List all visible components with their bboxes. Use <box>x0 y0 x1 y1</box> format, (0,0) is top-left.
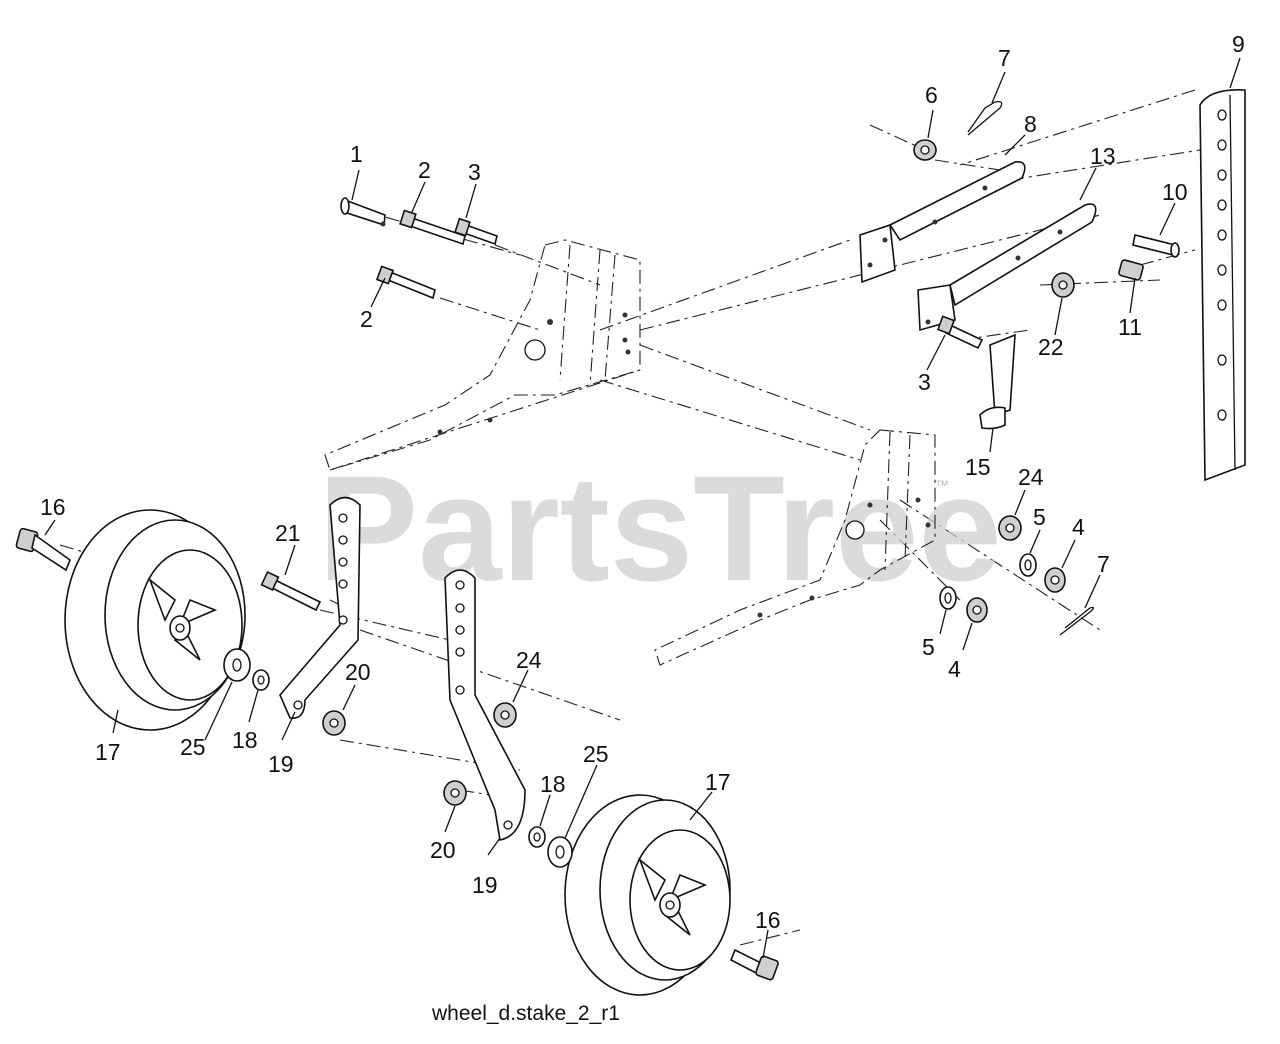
callout-24-right: 24 <box>1018 464 1044 490</box>
nut-20-right <box>443 780 467 806</box>
washer-18-left <box>252 669 270 691</box>
callout-25-right: 25 <box>583 741 609 767</box>
bolt-3-lower <box>936 315 984 350</box>
nut-4-right <box>1044 567 1066 593</box>
callout-4-lower: 4 <box>948 656 961 682</box>
bolt-16-left <box>15 527 71 572</box>
leader-lines <box>44 57 1241 959</box>
nut-20-left <box>322 710 346 736</box>
callout-20-left: 20 <box>345 659 371 685</box>
bolt-16-right <box>729 948 779 981</box>
wheel-bracket-19-left <box>279 496 361 719</box>
callout-18-left: 18 <box>232 727 258 753</box>
hair-pin-7-upper <box>967 100 1003 136</box>
callouts: 1 2 3 2 6 7 8 9 13 10 11 22 3 15 24 5 4 … <box>40 31 1245 933</box>
callout-11: 11 <box>1118 314 1142 340</box>
clip-15 <box>979 333 1016 430</box>
left-frame-bracket <box>324 239 641 471</box>
washer-18-right <box>528 826 546 848</box>
bolt-3-upper <box>454 217 498 246</box>
callout-16-right: 16 <box>755 907 781 933</box>
wheel-bracket-19-right <box>444 569 526 841</box>
callout-6: 6 <box>925 82 938 108</box>
callout-25-left: 25 <box>180 734 206 760</box>
callout-24-left: 24 <box>516 647 542 673</box>
callout-16-left: 16 <box>40 494 66 520</box>
callout-21: 21 <box>275 520 301 546</box>
callout-18-right: 18 <box>540 771 566 797</box>
bolt-2-lower <box>375 265 436 300</box>
washer-5-right <box>1019 553 1037 577</box>
callout-19-left: 19 <box>268 751 294 777</box>
depth-stake-9 <box>1199 88 1246 482</box>
bolt-11 <box>1118 259 1144 281</box>
bolt-21 <box>260 571 322 612</box>
callout-22: 22 <box>1038 334 1064 360</box>
wheel-17-right <box>564 794 731 996</box>
nut-6 <box>913 139 937 161</box>
callout-7-upper: 7 <box>998 45 1011 71</box>
callout-3-lower: 3 <box>918 369 931 395</box>
callout-15: 15 <box>965 454 991 480</box>
callout-19-right: 19 <box>472 872 498 898</box>
callout-2-lower: 2 <box>360 306 373 332</box>
callout-17-left: 17 <box>95 739 121 765</box>
callout-2-upper: 2 <box>418 157 431 183</box>
washer-5-lower <box>939 586 957 610</box>
bracket-8 <box>859 161 1026 284</box>
watermark: PartsTree <box>318 444 1002 612</box>
bracket-13 <box>917 203 1097 332</box>
washer-25-right <box>547 836 573 868</box>
callout-5-lower: 5 <box>922 634 935 660</box>
callout-9: 9 <box>1232 31 1245 57</box>
trademark-mark: ™ <box>935 477 949 493</box>
nut-24-left <box>493 702 517 728</box>
right-frame-bracket <box>654 429 936 666</box>
callout-8: 8 <box>1024 111 1037 137</box>
callout-13: 13 <box>1090 143 1116 169</box>
washer-25-left <box>223 648 251 682</box>
callout-4-right: 4 <box>1072 514 1085 540</box>
nut-22 <box>1051 272 1075 298</box>
callout-1: 1 <box>350 141 363 167</box>
callout-20-right: 20 <box>430 837 456 863</box>
hair-pin-7-lower <box>1059 606 1095 636</box>
callout-3-upper: 3 <box>468 159 481 185</box>
callout-7-lower: 7 <box>1097 551 1110 577</box>
bolt-2-upper <box>399 209 466 246</box>
pin-1 <box>340 197 386 227</box>
wheel-17-left <box>64 509 246 731</box>
diagram-caption: wheel_d.stake_2_r1 <box>431 1002 620 1025</box>
callout-17-right: 17 <box>705 769 731 795</box>
callout-10: 10 <box>1162 179 1188 205</box>
callout-5-right: 5 <box>1033 504 1046 530</box>
nut-24-right <box>998 515 1022 541</box>
nut-4-lower <box>966 597 988 623</box>
pin-10 <box>1132 234 1180 258</box>
